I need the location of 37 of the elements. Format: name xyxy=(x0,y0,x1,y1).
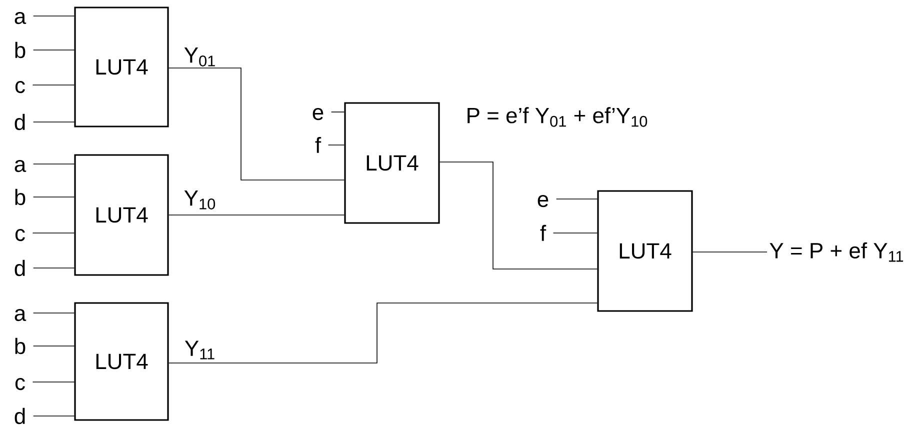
input-label: d xyxy=(14,114,25,130)
lut-box: LUT4 xyxy=(74,302,169,421)
lut-box: LUT4 xyxy=(344,102,440,224)
input-label: d xyxy=(14,408,25,424)
wire xyxy=(168,68,345,180)
input-label: c xyxy=(15,81,25,94)
wire xyxy=(556,198,598,200)
lut-box: LUT4 xyxy=(74,6,169,128)
wire xyxy=(32,312,75,314)
lut-box: LUT4 xyxy=(74,154,169,276)
input-label: e xyxy=(312,108,324,120)
output-equation: Y = P + ef Y$_{11}$ xyxy=(770,242,904,262)
input-label: a xyxy=(14,160,26,172)
wire xyxy=(32,232,75,234)
input-label: c xyxy=(15,229,25,242)
input-label: f xyxy=(315,136,322,153)
wire xyxy=(168,214,345,216)
input-label: f xyxy=(540,224,546,241)
input-label: b xyxy=(15,338,26,354)
edge-label: Y$_{01}$ xyxy=(184,48,215,66)
input-label: c xyxy=(15,378,25,390)
wire xyxy=(439,162,598,270)
wire xyxy=(32,84,75,86)
input-label: d xyxy=(14,260,25,276)
wire xyxy=(552,232,598,234)
lut-box: LUT4 xyxy=(597,190,693,312)
edge-label: Y$_{11}$ xyxy=(184,340,214,360)
wire xyxy=(168,302,598,364)
input-label: b xyxy=(15,42,26,58)
edge-label: P = e’f Y$_{01}$ + ef’Y$_{10}$ xyxy=(468,107,648,127)
input-label: a xyxy=(14,12,26,24)
input-label: a xyxy=(14,309,26,322)
wire xyxy=(32,196,75,198)
input-label: b xyxy=(15,188,26,206)
input-label: e xyxy=(538,195,548,208)
edge-label: Y$_{10}$ xyxy=(184,190,216,210)
wire xyxy=(328,144,345,146)
